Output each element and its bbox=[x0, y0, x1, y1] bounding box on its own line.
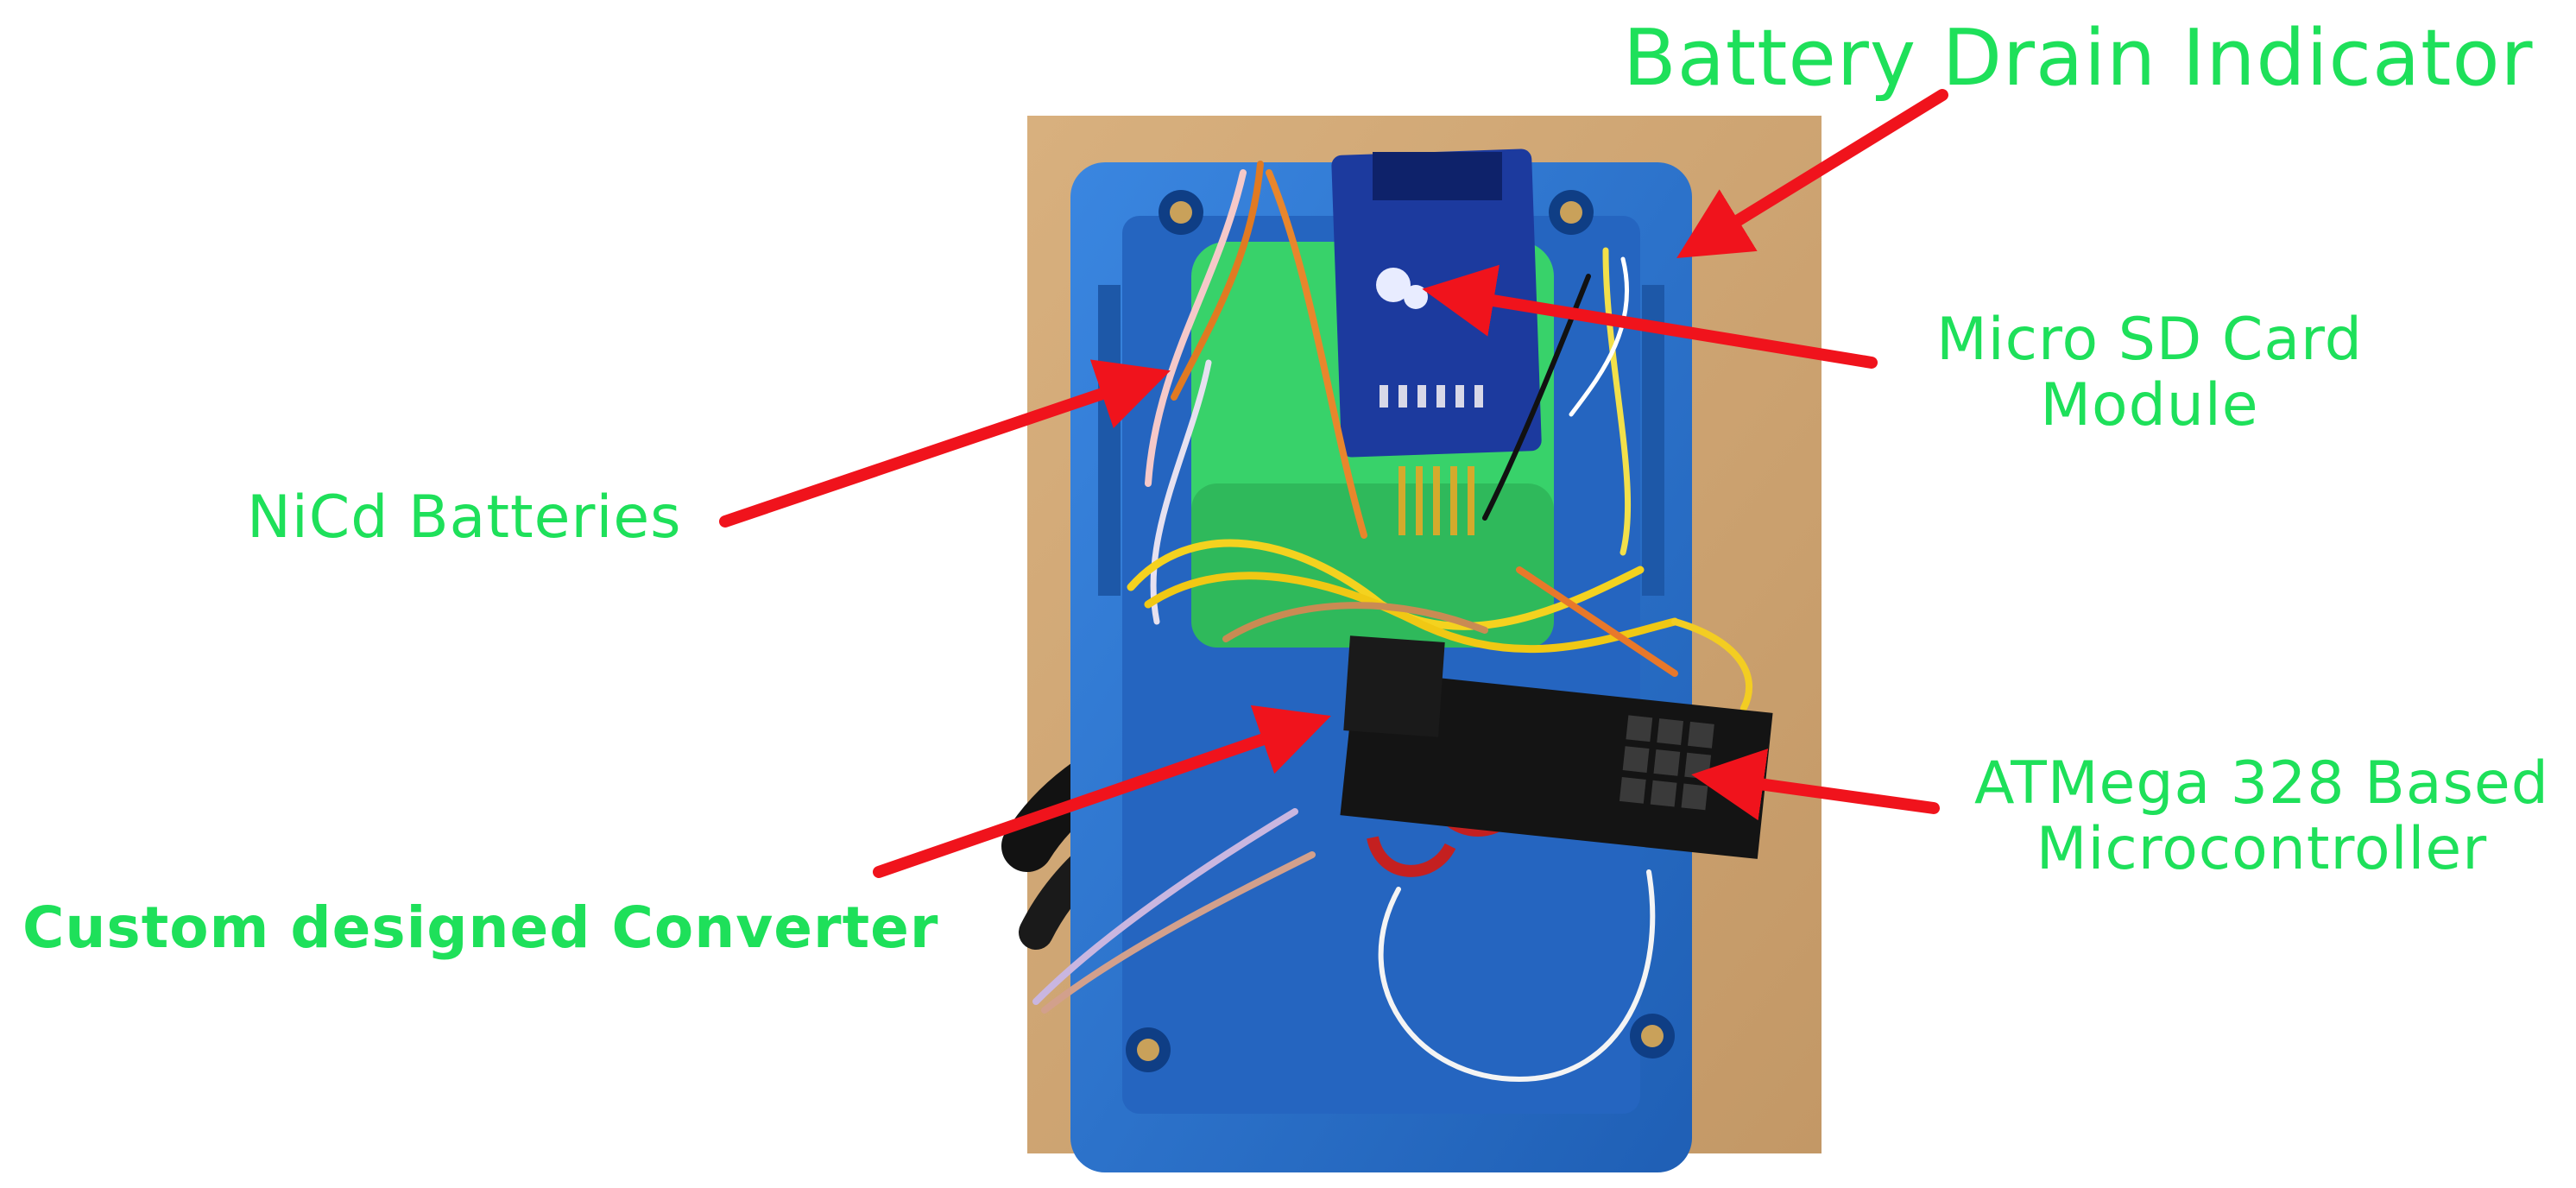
screw-hole bbox=[1137, 1039, 1159, 1061]
sd-logo-mark bbox=[1376, 268, 1411, 302]
sd-pins bbox=[1380, 385, 1483, 408]
arrow-battery-drain bbox=[1676, 89, 1948, 258]
inductor-lead bbox=[1367, 836, 1456, 877]
label-atmega-line2: Microcontroller bbox=[2036, 815, 2488, 884]
arrow-micro-sd bbox=[1422, 264, 1878, 369]
sd-card-slot bbox=[1373, 152, 1502, 200]
sd-logo-mark bbox=[1404, 285, 1428, 309]
arrow-atmega bbox=[1691, 749, 1940, 821]
wiring bbox=[1032, 161, 1752, 1083]
label-micro-sd-line1: Micro SD Card bbox=[1936, 306, 2363, 374]
enclosure-ridge-left bbox=[1098, 285, 1121, 596]
screw-hole bbox=[1560, 201, 1582, 224]
screw-hole bbox=[1641, 1025, 1664, 1047]
arrow-converter bbox=[873, 705, 1331, 878]
label-nicd-batteries: NiCd Batteries bbox=[247, 483, 682, 552]
screw-hole bbox=[1170, 201, 1192, 224]
label-battery-drain-indicator: Battery Drain Indicator bbox=[1623, 13, 2534, 104]
pin-header bbox=[1398, 466, 1474, 535]
atmega-header bbox=[1619, 715, 1714, 811]
label-micro-sd-line2: Module bbox=[2040, 371, 2259, 440]
screw-holes bbox=[1126, 190, 1675, 1072]
annotation-arrows bbox=[719, 89, 1948, 878]
label-custom-designed-converter: Custom designed Converter bbox=[22, 894, 939, 961]
converter-board bbox=[1343, 635, 1445, 737]
battery-pack-shade bbox=[1191, 483, 1554, 648]
label-atmega-line1: ATMega 328 Based bbox=[1974, 749, 2549, 818]
atmega-board bbox=[1340, 669, 1773, 859]
enclosure-ridge-right bbox=[1642, 285, 1664, 596]
label-micro-sd-card-module: Micro SD Card Module bbox=[1925, 306, 2374, 440]
label-atmega-microcontroller: ATMega 328 Based Microcontroller bbox=[1968, 749, 2555, 884]
arrow-nicd bbox=[719, 359, 1171, 528]
